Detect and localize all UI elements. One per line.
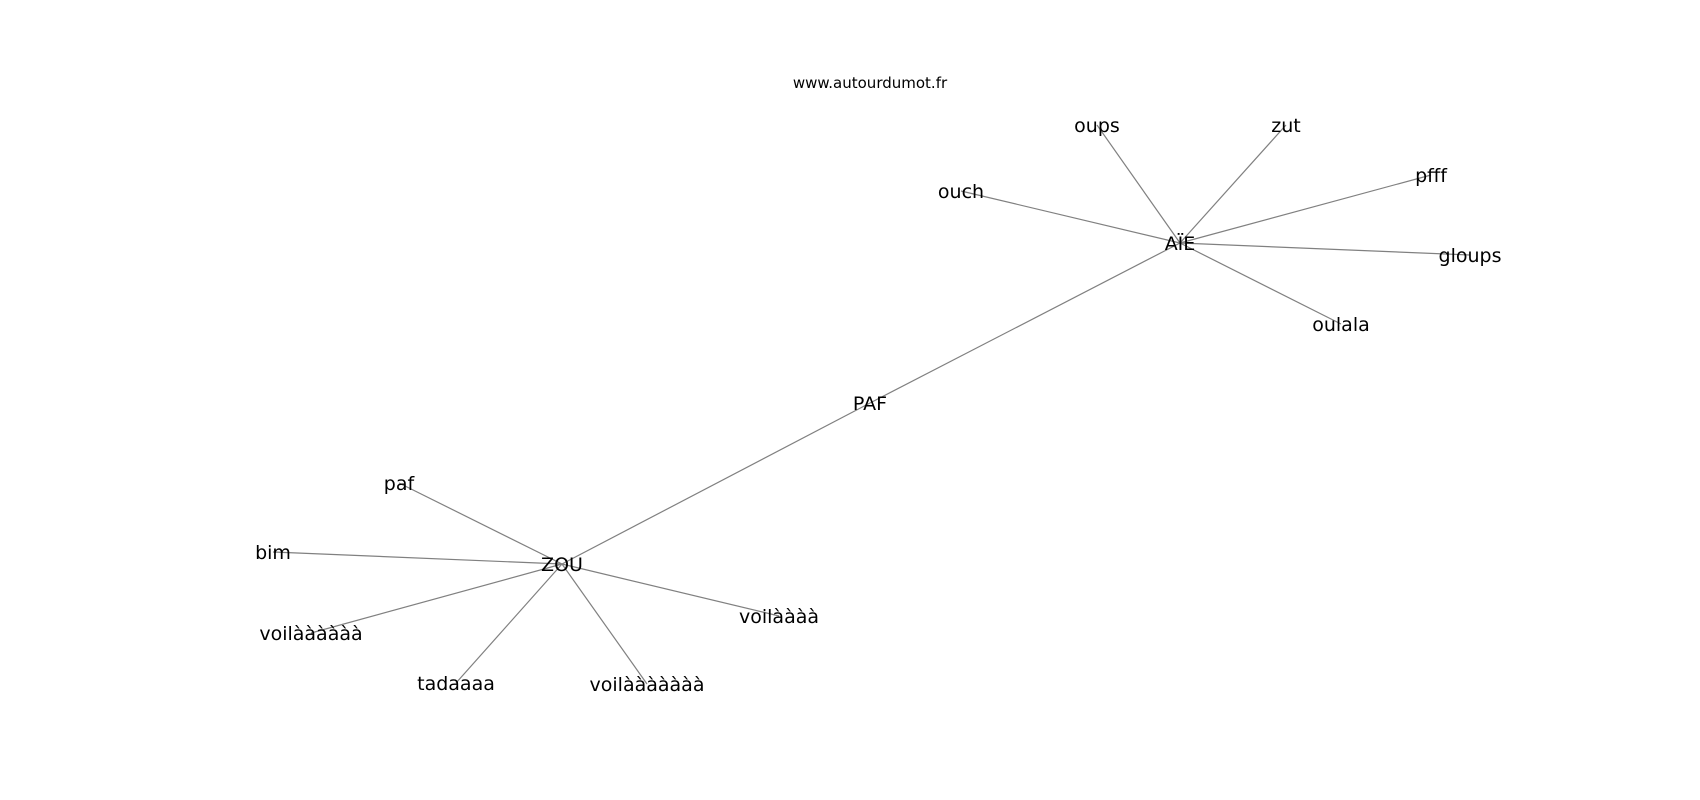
- edge-zou-tadaaaa: [455, 563, 563, 684]
- edge-aie-oulala: [1179, 242, 1342, 325]
- edge-aie-zut: [1179, 124, 1287, 244]
- watermark-text: www.autourdumot.fr: [793, 74, 948, 92]
- edge-zou-bim: [272, 551, 563, 565]
- edge-aie-oups: [1096, 124, 1181, 244]
- node-voila6[interactable]: voilàààààà: [259, 623, 362, 645]
- edge-paf_center-aie: [869, 242, 1181, 404]
- node-paf-center[interactable]: PAF: [853, 393, 887, 415]
- edge-zou-paf_small: [398, 482, 563, 565]
- nodes-layer: PAF AÏE ZOU oups zut pfff ouch gloups oulala paf b…: [255, 115, 1501, 696]
- node-zou[interactable]: ZOU: [541, 554, 583, 576]
- node-aie[interactable]: AÏE: [1165, 232, 1196, 255]
- edge-aie-gloups: [1179, 242, 1471, 256]
- node-oups[interactable]: oups: [1074, 115, 1120, 137]
- node-pfff[interactable]: pfff: [1415, 165, 1448, 187]
- node-oulala[interactable]: oulala: [1312, 314, 1370, 336]
- edge-aie-ouch: [960, 190, 1181, 244]
- node-voila4[interactable]: voilàààà: [739, 606, 819, 628]
- node-zut[interactable]: zut: [1271, 115, 1300, 137]
- node-bim[interactable]: bim: [255, 542, 291, 564]
- edge-aie-pfff: [1179, 174, 1432, 244]
- edges-layer: [272, 124, 1471, 685]
- node-gloups[interactable]: gloups: [1439, 245, 1502, 267]
- node-tadaaaa[interactable]: tadaaaa: [417, 673, 495, 695]
- edge-zou-voila4: [561, 563, 780, 617]
- node-ouch[interactable]: ouch: [938, 181, 984, 203]
- edge-zou-voila6: [310, 563, 563, 634]
- edge-zou-voila7: [561, 563, 648, 685]
- node-paf-small[interactable]: paf: [384, 473, 416, 495]
- edge-paf_center-zou: [561, 402, 871, 565]
- node-voila7[interactable]: voilààààààà: [590, 674, 705, 696]
